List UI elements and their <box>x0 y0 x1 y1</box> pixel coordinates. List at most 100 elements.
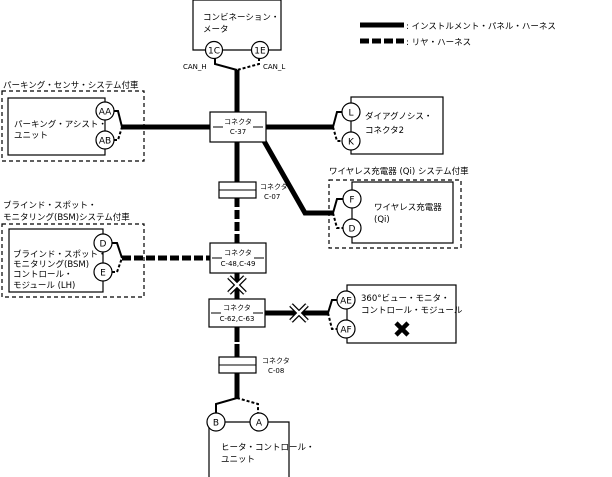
pin-f-label: F <box>349 196 354 206</box>
wire-d <box>332 212 343 229</box>
bsm-control-module: ブラインド・スポット・ モニタリング(BSM)システム付車 ブラインド・スポット… <box>1 200 145 298</box>
wire-bsm-e <box>112 257 123 273</box>
wire-f <box>332 198 343 214</box>
bsm-name-4: モジュール (LH) <box>13 281 75 291</box>
wireless-name-2: (Qi) <box>374 215 390 225</box>
diagnosis-connector: ダイアグノシス・ コネクタ2 L K <box>341 96 444 155</box>
parking-unit-box <box>7 97 106 156</box>
pin-1c-label: 1C <box>208 47 220 57</box>
pin-ab <box>95 130 115 150</box>
pin-a-label: A <box>256 419 263 429</box>
around-view-name-2: コントロール・モジュール <box>361 306 463 316</box>
pin-k <box>341 131 361 151</box>
wire-ab <box>114 126 123 141</box>
pin-af <box>336 319 356 339</box>
pin-d-bsm-label: D <box>100 240 107 250</box>
pin-l <box>341 102 361 122</box>
wire-a <box>236 397 259 414</box>
parking-group-box <box>1 90 145 162</box>
pin-b-label: B <box>213 419 219 429</box>
pin-1c <box>204 40 224 60</box>
bsm-group-label: ブラインド・スポット・ <box>3 200 97 211</box>
wireless-group-box <box>328 179 462 249</box>
pin-a <box>249 412 269 432</box>
legend-dashed-label: : リヤ・ハーネス <box>406 38 471 48</box>
wire-aa <box>114 110 123 128</box>
bsm-group-label-2: モニタリング(BSM)システム付車 <box>3 212 130 223</box>
pin-aa <box>95 101 115 121</box>
heater-box <box>208 421 290 477</box>
parking-unit-name: パーキング・アシスト・ <box>14 119 107 130</box>
wire-ae <box>327 299 338 314</box>
wire-k <box>332 126 342 142</box>
pin-b <box>206 412 226 432</box>
diagnosis-name: ダイアグノシス・ <box>365 111 432 122</box>
pin-d-bsm <box>93 233 113 253</box>
wire-l <box>332 111 342 128</box>
pin-d-wireless-label: D <box>349 225 356 235</box>
wire-wireless <box>261 139 333 216</box>
wire-bsm-d <box>112 242 123 259</box>
diagnosis-box <box>350 96 444 155</box>
heater-name-2: ユニット <box>221 455 255 465</box>
wire-can-h <box>214 58 238 71</box>
wires <box>112 58 343 414</box>
parking-group-label: パーキング・センサ・システム付車 <box>3 80 139 91</box>
combination-meter: コンビネーション・ メータ 1C 1E CAN_H CAN_L <box>183 0 285 71</box>
wire-b <box>215 397 238 414</box>
pin-k-label: K <box>348 138 355 148</box>
combination-meter-box <box>192 0 282 51</box>
wireless-name: ワイヤレス充電器 <box>374 202 442 213</box>
connector-c07: コネクタ C-07 <box>218 181 288 201</box>
heater-name: ヒータ・コントロール・ <box>221 443 315 453</box>
break-mark-icon <box>289 303 309 323</box>
c07-id: C-07 <box>264 193 280 201</box>
c07-label: コネクタ <box>260 182 288 191</box>
c62-label: コネクタ <box>223 303 251 312</box>
wireless-charger: ワイヤレス充電器 (Qi) システム付車 ワイヤレス充電器 (Qi) F D <box>328 166 469 249</box>
can-l-label: CAN_L <box>263 63 285 71</box>
around-view-name: 360°ビュー・モニタ・ <box>361 294 449 304</box>
bsm-name-2: モニタリング(BSM) <box>13 259 89 270</box>
c48-id: C-48,C-49 <box>221 260 256 268</box>
pin-1e-label: 1E <box>254 47 266 57</box>
parking-assist-unit: パーキング・センサ・システム付車 パーキング・アシスト・ ユニット AA AB <box>1 80 145 162</box>
c37-label: コネクタ <box>224 117 252 126</box>
connector-c08: コネクタ C-08 <box>218 356 290 375</box>
around-view-monitor-module: 360°ビュー・モニタ・ コントロール・モジュール AE AF <box>336 284 463 344</box>
pin-ae-label: AE <box>340 297 352 307</box>
pin-aa-label: AA <box>99 108 112 118</box>
c62-id: C-62,C-63 <box>220 315 255 323</box>
pin-ab-label: AB <box>99 137 111 147</box>
c08-label: コネクタ <box>262 356 290 365</box>
wire-can-l <box>236 58 260 71</box>
fault-x-icon <box>394 321 410 337</box>
legend: : インストルメント・パネル・ハーネス : リヤ・ハーネス <box>360 22 556 48</box>
bsm-name-3: コントロール・ <box>13 270 73 280</box>
combination-meter-name-2: メータ <box>203 25 229 35</box>
wire-af <box>327 312 338 330</box>
c48-label: コネクタ <box>224 248 252 257</box>
c37-id: C-37 <box>230 128 246 136</box>
wireless-box <box>351 181 454 244</box>
bsm-box <box>8 228 104 293</box>
around-view-box <box>346 284 457 344</box>
wireless-group-label: ワイヤレス充電器 (Qi) システム付車 <box>329 166 469 177</box>
can-h-label: CAN_H <box>183 63 207 71</box>
pin-af-label: AF <box>340 326 351 336</box>
connector-c37: コネクタ C-37 <box>209 111 267 143</box>
bsm-group-box <box>1 223 145 298</box>
break-mark-icon <box>227 275 247 295</box>
pin-e-label: E <box>100 269 106 279</box>
diagnosis-name-2: コネクタ2 <box>365 126 404 136</box>
c08-id: C-08 <box>268 367 284 375</box>
pin-d-wireless <box>342 218 362 238</box>
pin-l-label: L <box>348 109 353 119</box>
connector-c62-c63: コネクタ C-62,C-63 <box>208 298 266 328</box>
heater-control-unit: ヒータ・コントロール・ ユニット B A <box>206 412 315 477</box>
pin-f <box>342 189 362 209</box>
pin-ae <box>336 290 356 310</box>
legend-solid-label: : インストルメント・パネル・ハーネス <box>406 22 556 32</box>
pin-1e <box>250 40 270 60</box>
